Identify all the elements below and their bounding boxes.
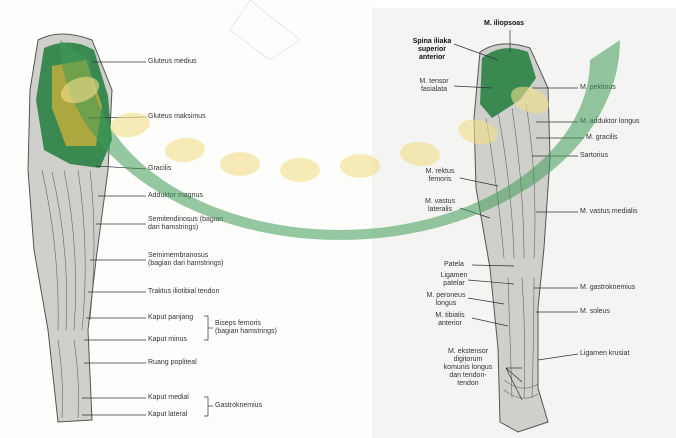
label-adduktor-magnus: Adduktor magnus (148, 192, 203, 200)
label-iliopsoas: M. iliopsoas (484, 20, 524, 28)
label-gracilis: Gracilis (148, 165, 171, 173)
label-ekstensor-digitorum: M. ekstensor digitorum komunis longus da… (432, 348, 504, 388)
anterior-leg-illustration (372, 8, 676, 438)
anterior-leg-panel: M. iliopsoas Spina iliaka superior anter… (372, 8, 676, 438)
label-patela: Patela (444, 261, 464, 269)
label-spina-iliaka: Spina iliaka superior anterior (404, 38, 460, 62)
label-kaput-medial: Kaput medial (148, 394, 189, 402)
label-biseps-femoris: Biseps femoris (bagian hamstrings) (215, 320, 277, 336)
label-pektinus: M. pektinus (580, 84, 616, 92)
label-gastroknemius-right: M. gastroknemius (580, 284, 635, 292)
label-vastus-medialis: M. vastus medialis (580, 208, 638, 216)
label-kaput-panjang: Kaput panjang (148, 314, 193, 322)
label-gastroknemius-left: Gastroknemius (215, 402, 262, 410)
label-adduktor-longus: M. adduktor longus (580, 118, 640, 126)
label-gracilis-right: M. gracilis (586, 134, 618, 142)
label-ruang-popliteal: Ruang popliteal (148, 359, 197, 367)
label-gluteus-medius: Gluteus medius (148, 58, 197, 66)
label-traktus-iliotibial: Traktus iliotibial tendon (148, 288, 219, 296)
label-kaput-lateral: Kaput lateral (148, 411, 187, 419)
label-gluteus-maksimus: Gluteus maksimus (148, 113, 206, 121)
label-sartorius: Sartorius (580, 152, 608, 160)
label-vastus-lateralis: M. vastus lateralis (420, 198, 460, 214)
label-rektus-femoris: M. rektus femoris (420, 168, 460, 184)
label-soleus: M. soleus (580, 308, 610, 316)
label-tibialis-anterior: M. tibialis anterior (428, 312, 472, 328)
label-peroneus-longus: M. peroneus longus (422, 292, 470, 308)
label-semimembranosus: Semimembranosus (bagian dari hamstrings) (148, 252, 223, 268)
label-kaput-minus: Kaput minus (148, 336, 187, 344)
label-tensor-fasialata: M. tensor fasialata (410, 78, 458, 94)
label-ligamen-patelar: Ligamen patelar (436, 272, 472, 288)
label-ligamen-krusiat: Ligamen krusiat (580, 350, 629, 358)
label-semitendinosus: Semitendinosus (bagian dari hamstrings) (148, 216, 223, 232)
posterior-leg-panel: Gluteus medius Gluteus maksimus Gracilis… (0, 0, 372, 438)
